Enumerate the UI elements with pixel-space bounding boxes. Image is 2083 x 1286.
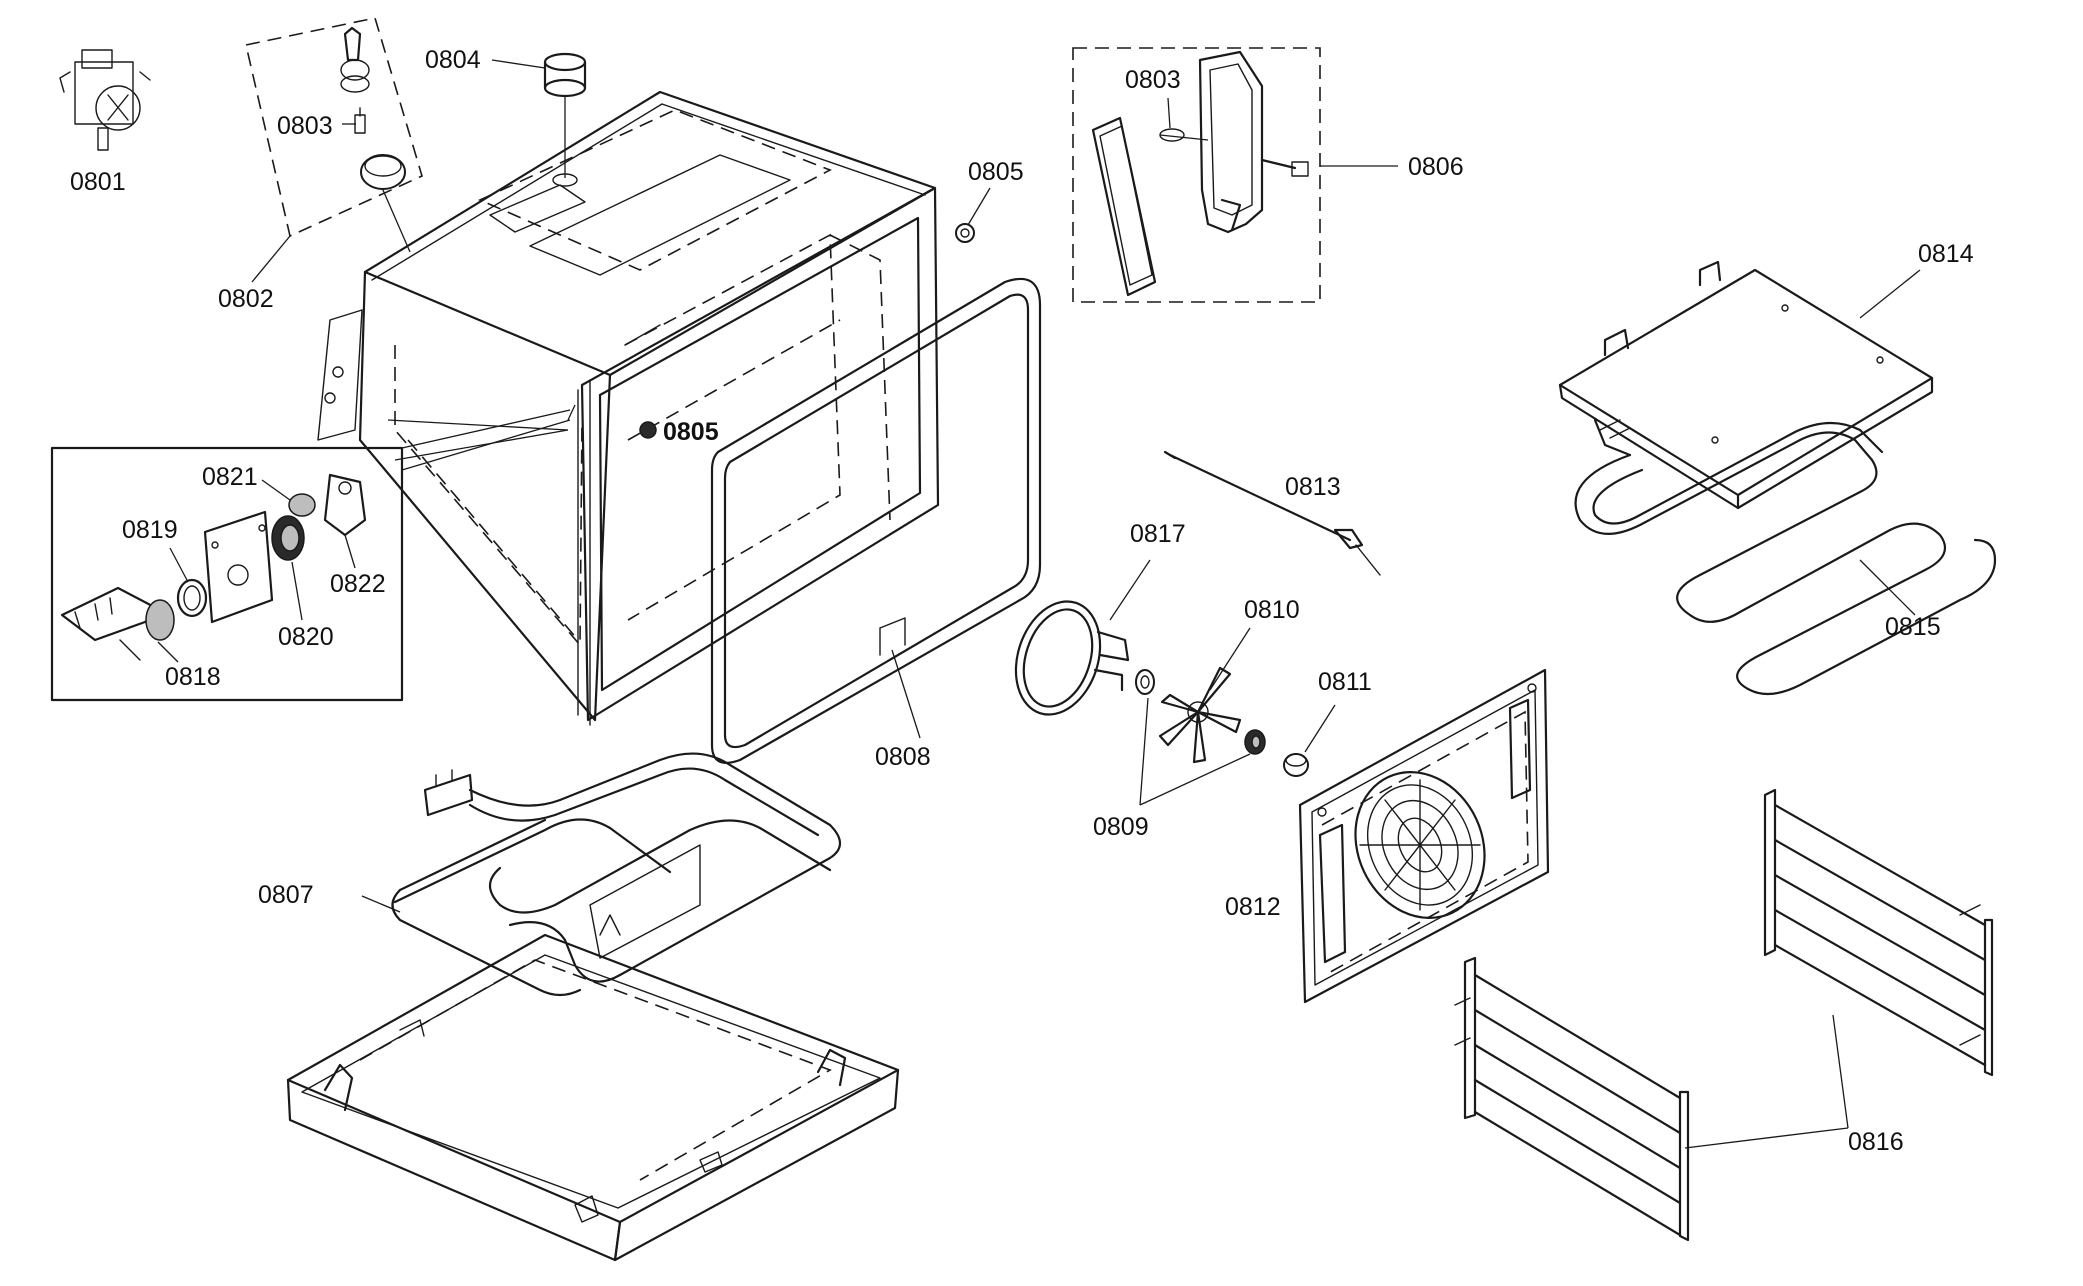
label-0803-light: 0803: [1125, 66, 1181, 94]
label-0815: 0815: [1885, 613, 1941, 641]
label-0821: 0821: [202, 463, 258, 491]
label-0818: 0818: [165, 663, 221, 691]
label-0819: 0819: [122, 516, 178, 544]
detail-box-controls[interactable]: [50, 409, 571, 702]
part-0804-cap[interactable]: [543, 52, 587, 187]
part-0816-racks[interactable]: [1454, 788, 1994, 1242]
part-0817-circular-element[interactable]: [1002, 559, 1151, 726]
label-0802: 0802: [218, 285, 274, 313]
part-0810-fan-blade[interactable]: [1158, 627, 1251, 764]
oven-bottom-pan[interactable]: [286, 914, 900, 1262]
label-0816: 0816: [1848, 1128, 1904, 1156]
part-0806-light-assembly[interactable]: [1072, 47, 1398, 303]
label-0804: 0804: [425, 46, 481, 74]
part-0812-fan-cover[interactable]: [1298, 668, 1550, 1004]
label-0809: 0809: [1093, 813, 1149, 841]
label-0810: 0810: [1244, 596, 1300, 624]
label-0806: 0806: [1408, 153, 1464, 181]
oven-cavity[interactable]: [317, 90, 940, 726]
part-0805-plug-right[interactable]: [955, 223, 975, 243]
label-0805-mid: 0805: [663, 418, 719, 446]
label-0801: 0801: [70, 168, 126, 196]
label-0803-top: 0803: [277, 112, 333, 140]
part-0807-bake-element[interactable]: [361, 752, 842, 997]
part-0813-sensor-rod[interactable]: [1163, 450, 1381, 576]
part-0815-broil-element[interactable]: [1574, 418, 1997, 696]
part-0809-washers[interactable]: [1135, 669, 1266, 806]
label-0820: 0820: [278, 623, 334, 651]
label-0822: 0822: [330, 570, 386, 598]
label-0811: 0811: [1318, 668, 1372, 696]
label-0807: 0807: [258, 881, 314, 909]
part-0808-door-gasket[interactable]: [710, 277, 1042, 764]
label-0813: 0813: [1285, 473, 1341, 501]
label-0812: 0812: [1225, 893, 1281, 921]
part-0802-kit[interactable]: [245, 17, 423, 253]
label-0817: 0817: [1130, 520, 1186, 548]
label-0805-top: 0805: [968, 158, 1024, 186]
part-0811-nut[interactable]: [1283, 704, 1336, 777]
label-0814: 0814: [1918, 240, 1974, 268]
part-0801-motor[interactable]: [59, 49, 151, 151]
label-0808: 0808: [875, 743, 931, 771]
part-0814-cover-plate[interactable]: [1558, 260, 1934, 510]
